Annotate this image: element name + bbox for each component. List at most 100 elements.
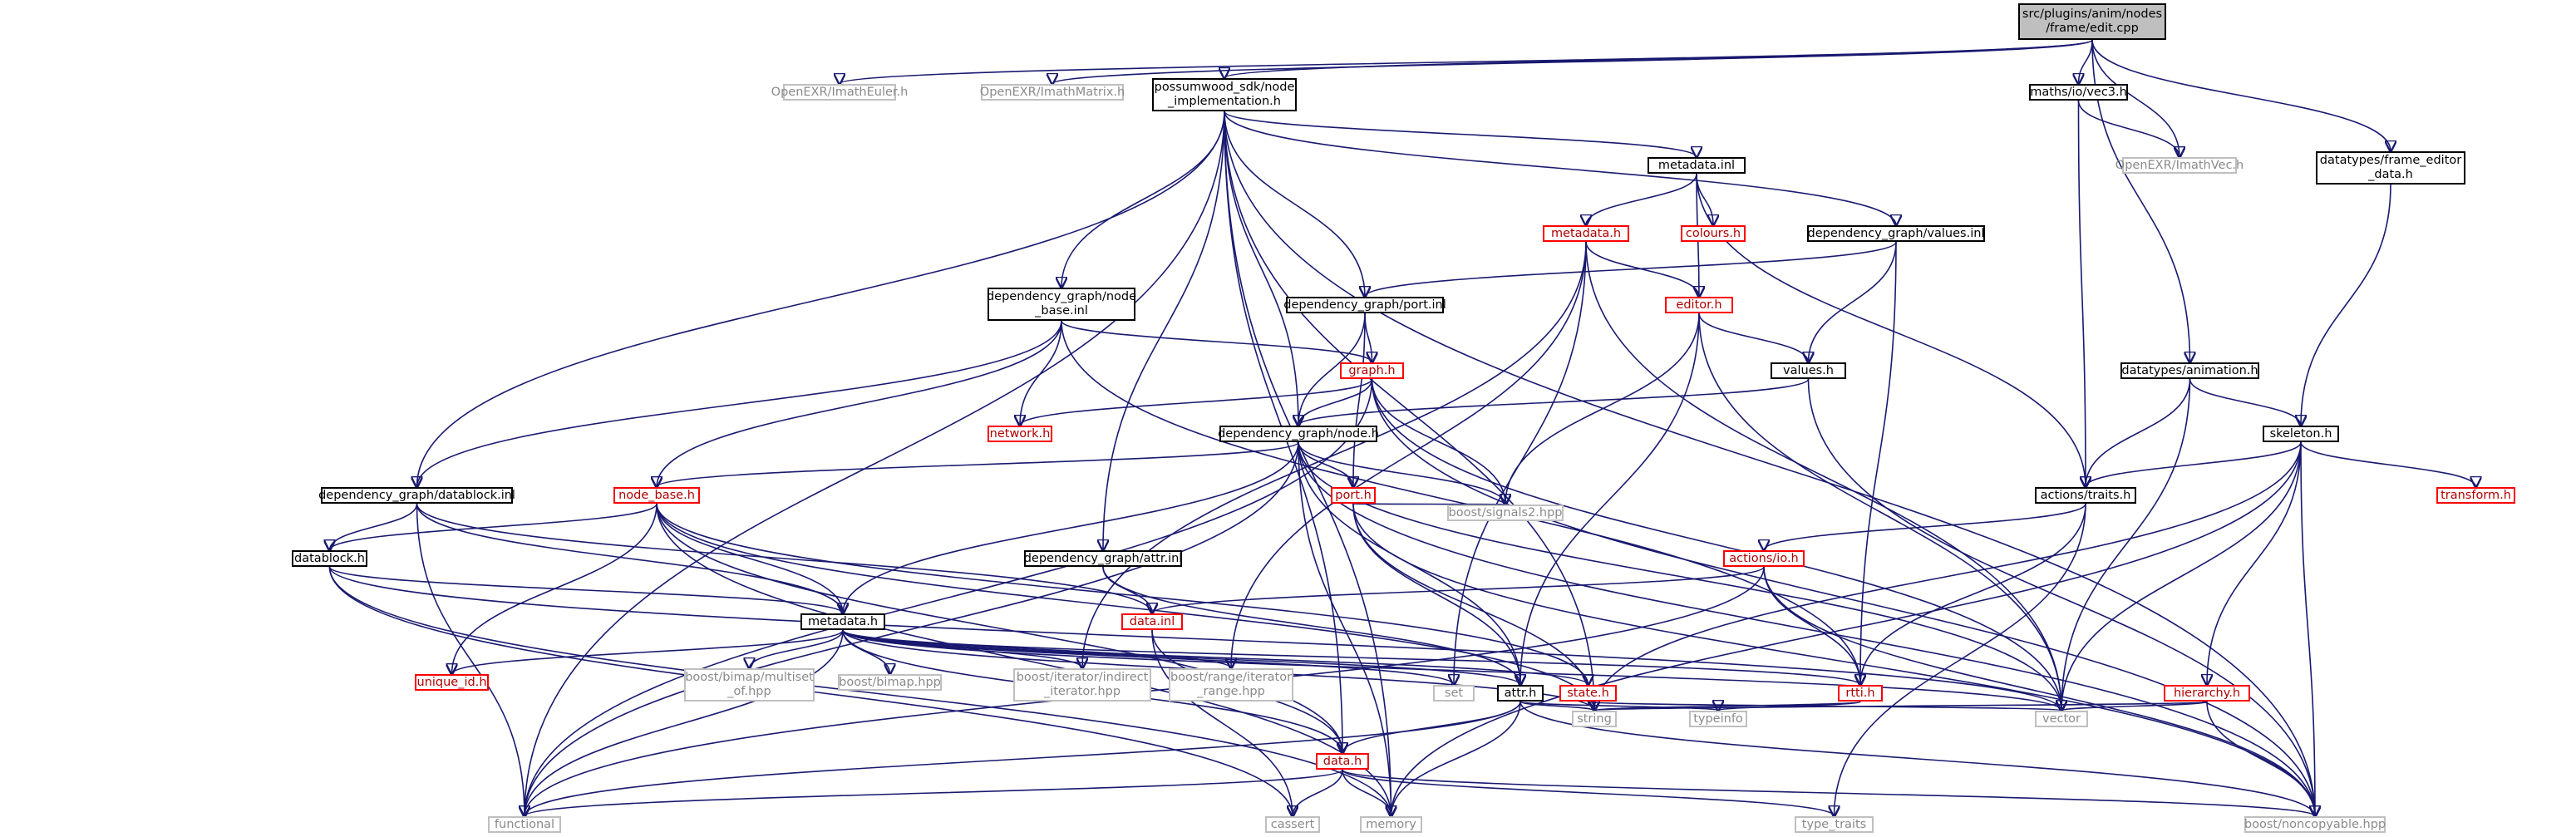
node-bimap: boost/bimap.hpp: [838, 674, 942, 691]
node-nodebaseh[interactable]: node_base.h: [613, 487, 700, 504]
node-string: string: [1572, 711, 1617, 727]
edge-metadatah-to-indirect: [1082, 241, 1587, 668]
edge-datah-to-noncopyable: [1342, 769, 2315, 816]
edge-traits-to-rttih: [1860, 503, 2086, 685]
node-functional: functional: [488, 816, 561, 833]
node-imatheuler: OpenEXR/ImathEuler.h: [771, 84, 908, 101]
node-uniqueid[interactable]: unique_id.h: [415, 674, 489, 691]
edge-traits-to-typetraits: [1835, 503, 2086, 816]
node-attrh[interactable]: attr.h: [1497, 685, 1544, 702]
edge-hierarchy-to-string: [1594, 702, 2208, 711]
node-typetraits: type_traits: [1795, 816, 1874, 833]
node-hierarchy[interactable]: hierarchy.h: [2164, 685, 2250, 702]
node-cassert: cassert: [1265, 816, 1320, 833]
edge-attrh-to-typeinfo: [1519, 702, 1718, 711]
node-metadatadg[interactable]: metadata.h: [800, 613, 885, 630]
node-vec3[interactable]: maths/io/vec3.h: [2029, 84, 2128, 101]
edge-actionsio-to-noncopyable: [1763, 566, 2315, 816]
edge-skeleton-to-traits: [2086, 441, 2302, 487]
edge-nodeimpl-to-nodebaseinl: [1061, 111, 1225, 288]
node-imathmatrix: OpenEXR/ImathMatrix.h: [980, 84, 1125, 101]
edge-nodebaseh-to-datah: [656, 503, 1342, 753]
edge-attrinl-to-datainl: [1102, 566, 1152, 613]
node-attrinl[interactable]: dependency_graph/attr.inl: [1024, 550, 1182, 567]
node-stateh[interactable]: state.h: [1559, 685, 1617, 702]
edge-metadatah-to-rangeiter: [1231, 241, 1587, 668]
edge-root-to-vec3: [2079, 39, 2093, 84]
edge-nodeimpl-to-noncopyable: [1224, 111, 2315, 816]
node-vector: vector: [2035, 711, 2088, 727]
edge-actionsio-to-datainl: [1152, 566, 1765, 613]
edge-metadatadg-to-multiset: [750, 629, 844, 668]
node-nodebaseinl[interactable]: dependency_graph/node _base.inl: [987, 288, 1136, 321]
node-memory: memory: [1360, 816, 1422, 833]
edge-nodeimpl-to-datablockinl: [417, 111, 1225, 487]
node-datah[interactable]: data.h: [1316, 753, 1369, 770]
edge-nodeimpl-to-portinl: [1224, 111, 1365, 297]
node-values[interactable]: values.h: [1771, 362, 1846, 379]
edge-hierarchy-to-vector: [2061, 702, 2208, 711]
node-graph[interactable]: graph.h: [1340, 362, 1404, 379]
edge-frameeditor-to-skeleton: [2301, 184, 2391, 426]
node-imathvec: OpenEXR/ImathVec.h: [2115, 157, 2244, 174]
node-datablockh[interactable]: datablock.h: [292, 550, 367, 567]
edge-dgnode-to-nodebaseh: [657, 441, 1299, 487]
edge-nodebaseinl-to-network: [1020, 320, 1062, 426]
edge-dgnode-to-noncopyable: [1298, 441, 2315, 816]
node-portinl[interactable]: dependency_graph/port.inl: [1283, 297, 1446, 313]
edge-traits-to-actionsio: [1764, 503, 2086, 550]
edge-graph-to-functional: [525, 378, 1373, 816]
edge-nodebaseh-to-stateh: [656, 503, 1588, 685]
edge-dgnode-to-metadatadg: [843, 441, 1299, 613]
edge-skeleton-to-noncopyable: [2300, 441, 2315, 816]
edge-editor-to-attrh: [1520, 313, 1700, 685]
edge-dgnode-to-signals2: [1298, 441, 1505, 505]
node-datainl[interactable]: data.inl: [1121, 613, 1183, 630]
node-actionsio[interactable]: actions/io.h: [1723, 550, 1805, 567]
node-animation[interactable]: datatypes/animation.h: [2120, 362, 2259, 379]
node-colours[interactable]: colours.h: [1681, 225, 1746, 242]
edge-metadatainl-to-traits: [1696, 173, 2086, 487]
edge-nodebaseinl-to-rttih: [1061, 320, 1860, 685]
node-root: src/plugins/anim/nodes /frame/edit.cpp: [2018, 3, 2166, 40]
node-valuesinl[interactable]: dependency_graph/values.inl: [1807, 225, 1985, 242]
node-network[interactable]: network.h: [988, 426, 1052, 442]
edge-animation-to-traits: [2086, 378, 2191, 487]
node-transform[interactable]: transform.h: [2436, 487, 2515, 504]
edge-nodeimpl-to-metadatainl: [1224, 111, 1697, 157]
edge-nodebaseh-to-metadatadg: [656, 503, 843, 613]
edge-rttih-to-typeinfo: [1718, 702, 1861, 711]
edge-datah-to-functional: [525, 769, 1343, 816]
node-nodeimpl[interactable]: possumwood_sdk/node _implementation.h: [1152, 78, 1297, 111]
edge-valuesinl-to-portinl: [1365, 241, 1897, 297]
edge-portinl-to-porth: [1353, 313, 1366, 487]
edge-datah-to-cassert: [1293, 769, 1343, 816]
node-metadatainl[interactable]: metadata.inl: [1648, 157, 1746, 174]
node-metadatah[interactable]: metadata.h: [1543, 225, 1629, 242]
node-rttih[interactable]: rtti.h: [1838, 685, 1883, 702]
node-skeleton[interactable]: skeleton.h: [2263, 426, 2339, 442]
edge-nodeimpl-to-valuesinl: [1224, 111, 1896, 225]
node-editor[interactable]: editor.h: [1665, 297, 1733, 313]
edge-nodebaseinl-to-datablockinl: [417, 320, 1062, 487]
edge-porth-to-string: [1352, 503, 1594, 711]
edge-datah-to-memory: [1342, 769, 1391, 816]
edge-hierarchy-to-noncopyable: [2206, 701, 2315, 816]
edge-graph-to-noncopyable: [1371, 378, 2316, 816]
edge-datainl-to-cassert: [1151, 629, 1293, 816]
node-typeinfo: typeinfo: [1689, 711, 1747, 727]
edge-valuesinl-to-values: [1809, 241, 1897, 362]
node-frameeditor[interactable]: datatypes/frame_editor _data.h: [2316, 151, 2465, 185]
node-datablockinl[interactable]: dependency_graph/datablock.inl: [318, 487, 515, 504]
edge-skeleton-to-memory: [1391, 441, 2302, 816]
node-traits[interactable]: actions/traits.h: [2035, 487, 2136, 504]
edge-skeleton-to-vector: [2061, 441, 2302, 711]
edge-portinl-to-graph: [1364, 313, 1372, 362]
edge-skeleton-to-transform: [2300, 441, 2476, 487]
node-porth[interactable]: port.h: [1331, 487, 1376, 504]
edge-graph-to-network: [1020, 378, 1373, 426]
edge-metadatadg-to-uniqueid: [452, 629, 844, 674]
edge-animation-to-skeleton: [2189, 378, 2302, 426]
node-dgnode[interactable]: dependency_graph/node.h: [1218, 426, 1379, 442]
